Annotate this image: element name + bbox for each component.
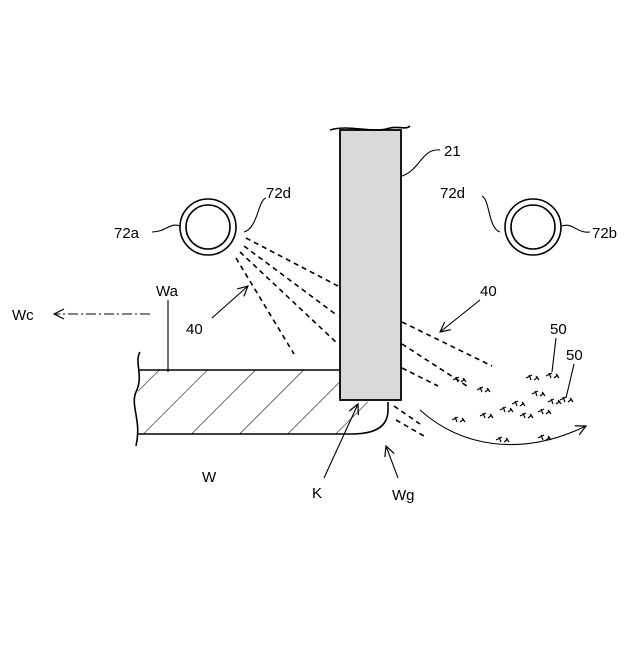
label-blade: 21 xyxy=(444,143,461,160)
spray-left xyxy=(236,238,338,354)
label-spray-right: 40 xyxy=(480,283,497,300)
label-particles-a: 50 xyxy=(550,321,567,338)
label-nozzle-right: 72b xyxy=(592,225,617,242)
label-nozzle-left: 72a xyxy=(114,225,140,242)
label-kerf: K xyxy=(312,485,322,502)
label-particles-b: 50 xyxy=(566,347,583,364)
particle-marks xyxy=(452,373,573,442)
nozzle-right xyxy=(505,199,561,255)
label-spray-left: 40 xyxy=(186,321,203,338)
label-outlet-left: 72d xyxy=(266,185,291,202)
flow-arrow xyxy=(420,410,586,445)
label-wafer-surface: Wa xyxy=(156,283,179,300)
nozzle-left xyxy=(180,199,236,255)
spray-right xyxy=(394,322,492,436)
label-wafer: W xyxy=(202,469,217,486)
cutting-blade xyxy=(330,126,410,400)
label-outlet-right: 72d xyxy=(440,185,465,202)
label-direction: Wc xyxy=(12,307,34,324)
label-groove: Wg xyxy=(392,487,415,504)
